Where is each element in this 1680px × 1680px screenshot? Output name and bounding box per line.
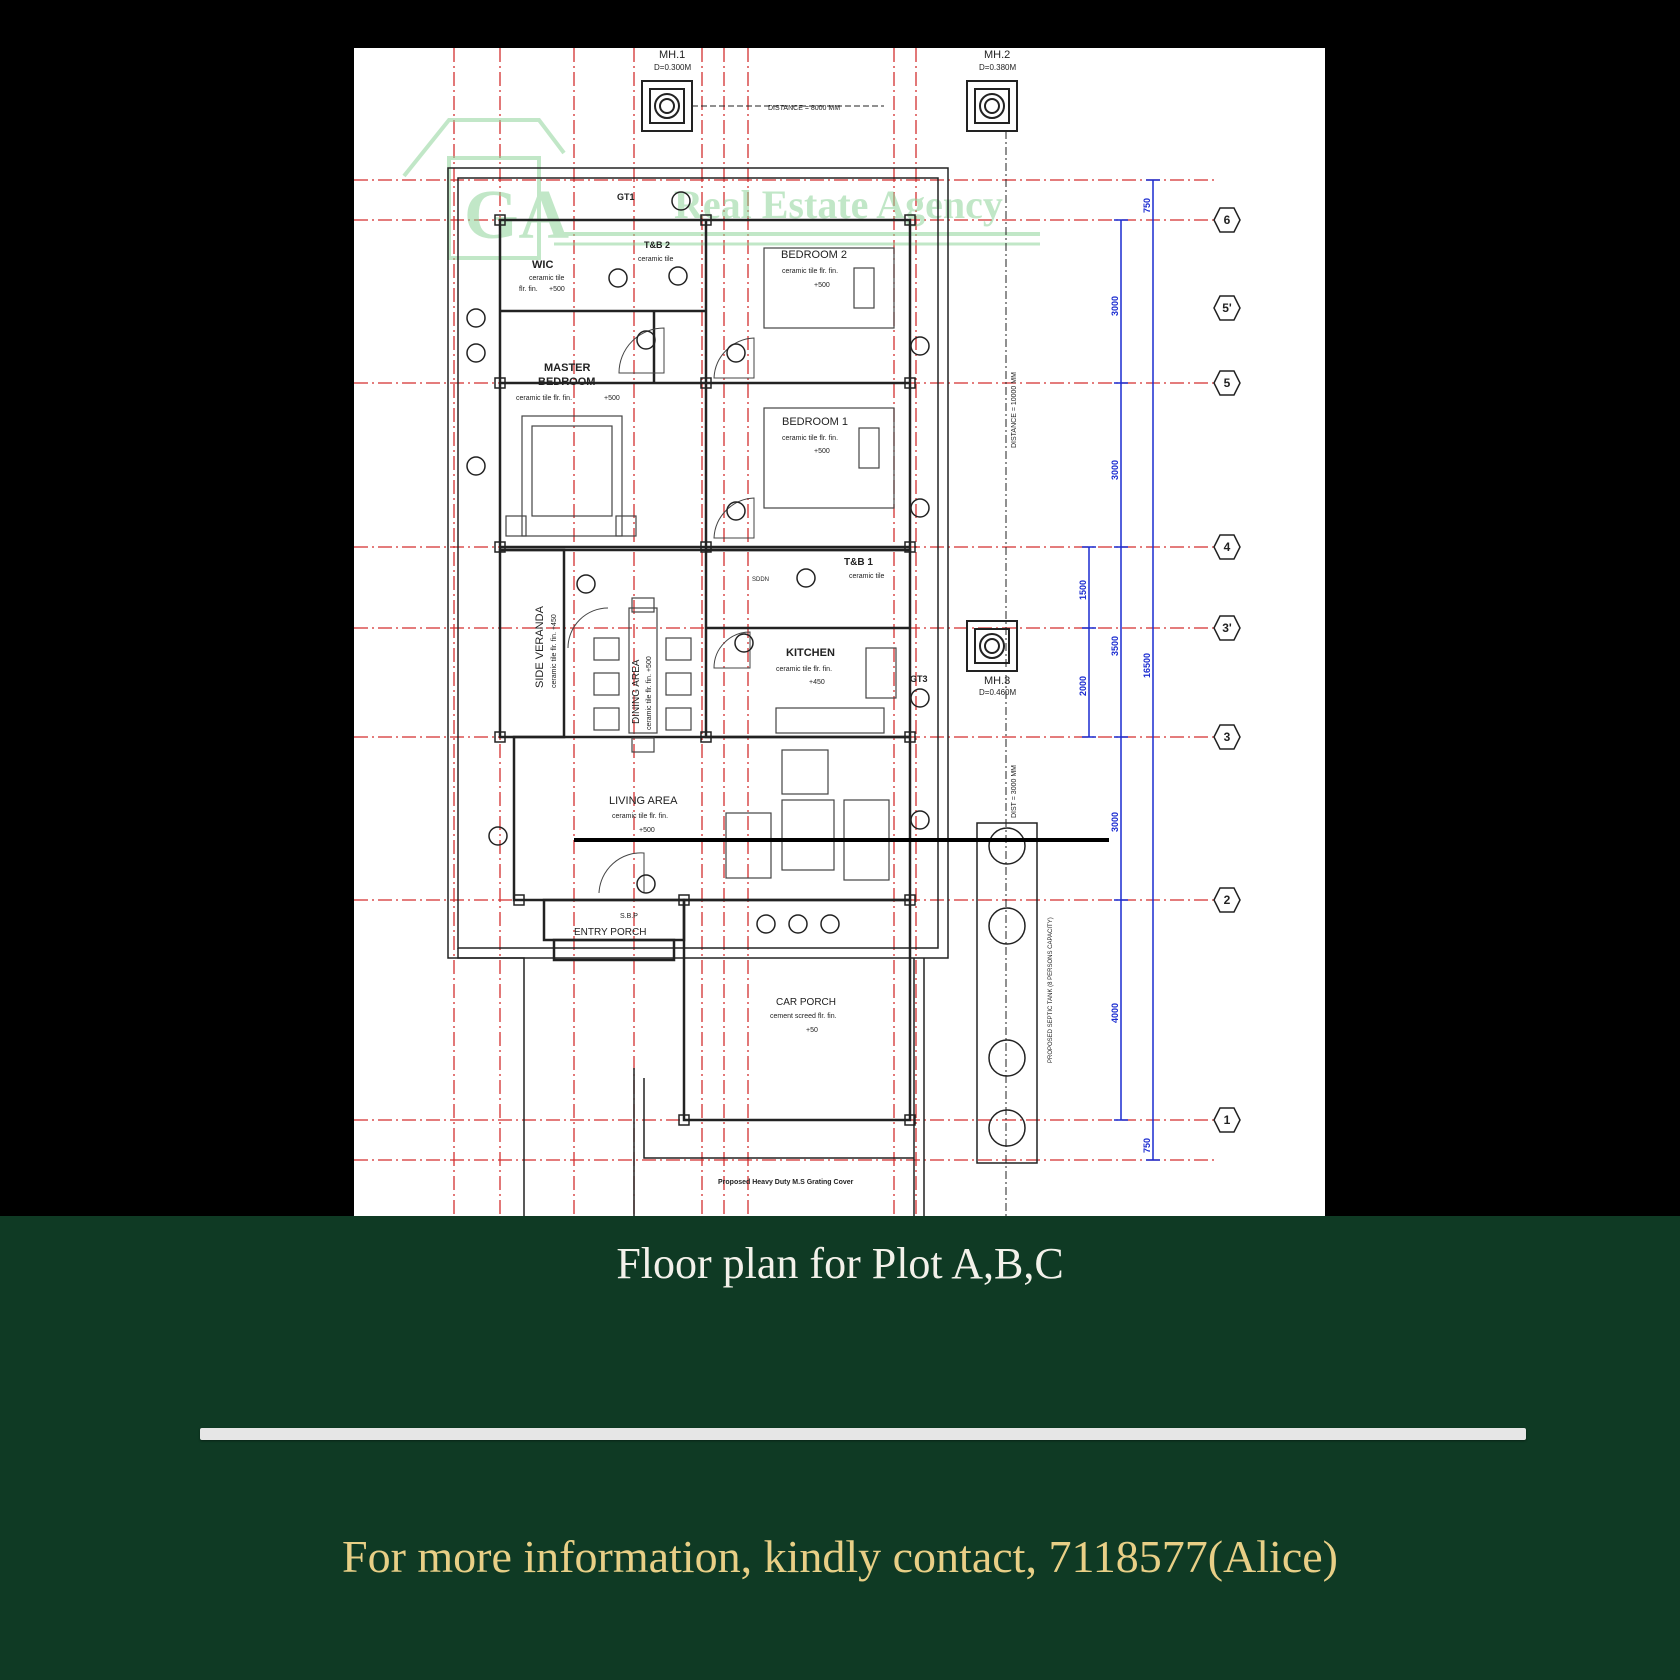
room-wic: WIC [532,259,553,271]
grid-label-3p: 3' [1222,621,1232,635]
room-dining: DINING AREA [631,659,642,724]
room-bedroom2-level: +500 [814,282,830,289]
room-wic-level: +500 [549,286,565,293]
divider-bar [200,1428,1526,1440]
room-kitchen: KITCHEN [786,647,835,659]
svg-text:GA: GA [464,177,569,254]
bed-bedroom1 [763,407,895,509]
grid-label-2: 2 [1224,893,1231,907]
room-wic-finish2: flr. fin. [519,286,538,293]
dim-4-3p: 1500 [1078,580,1088,600]
dim-outer-top: 750 [1142,198,1152,213]
room-car-porch: CAR PORCH [776,997,836,1008]
caption-title: Floor plan for Plot A,B,C [616,1239,1064,1288]
dim-2-1: 4000 [1110,1003,1120,1023]
distance-right-label: DISTANCE = 10000 MM [1011,372,1018,448]
room-wic-finish: ceramic tile [529,275,565,282]
building-walls [498,218,912,1122]
door-swings [567,327,755,894]
room-master-finish: ceramic tile flr. fin. [516,395,572,402]
bed-master [505,415,637,537]
bed-bedroom2 [763,247,895,329]
dim-outer-bottom: 750 [1142,1138,1152,1153]
kitchen-counter [775,647,897,734]
room-bedroom2-finish: ceramic tile flr. fin. [782,268,838,275]
room-living: LIVING AREA [609,795,678,807]
dim-6-5: 3000 [1110,296,1120,316]
caption-panel [0,1216,1680,1680]
living-sofa-set [725,749,890,881]
septic-label: PROPOSED SEPTIC TANK (8 PERSONS CAPACITY… [1048,917,1054,1063]
grid-label-4: 4 [1224,540,1231,554]
mh1-depth: D=0.300M [654,63,691,72]
grid-label-5: 5 [1224,376,1231,390]
lot-boundary [447,167,949,1216]
grid-label-5p: 5' [1222,301,1232,315]
room-dining-finish: ceramic tile flr. fin. +500 [646,656,653,730]
dim-total: 16500 [1142,653,1152,678]
mh1-label: MH.1 [659,49,685,61]
room-master-level: +500 [604,395,620,402]
dim-3p-3: 2000 [1078,676,1088,696]
room-living-finish: ceramic tile flr. fin. [612,813,668,820]
room-car-porch-level: +50 [806,1027,818,1034]
label-step: S.B.P [620,913,638,920]
floor-plan-drawing: GA Real Estate Agency MH.1 D=0.300M MH.2… [354,48,1325,1216]
room-bedroom1: BEDROOM 1 [782,416,848,428]
room-bedroom1-finish: ceramic tile flr. fin. [782,435,838,442]
mh2-label: MH.2 [984,49,1010,61]
room-living-level: +500 [639,827,655,834]
electrical-symbols [466,191,930,934]
room-entry: ENTRY PORCH [574,927,646,938]
manhole-2 [966,80,1018,132]
dimension-lines [1082,179,1160,1161]
room-side-veranda-finish: ceramic tile flr. fin. +450 [551,614,558,688]
grid-bubbles [1213,207,1241,1133]
label-gt3: GT3 [910,674,928,684]
mh3-label: MH.3 [984,675,1010,687]
dim-4-3: 3500 [1110,636,1120,656]
room-bedroom2: BEDROOM 2 [781,249,847,261]
distance-top-label: DISTANCE = 8000 MM [768,105,840,112]
room-kitchen-level: +450 [809,679,825,686]
room-kitchen-finish: ceramic tile flr. fin. [776,666,832,673]
dim-5-4: 3000 [1110,460,1120,480]
room-tb1: T&B 1 [844,557,873,568]
grid-label-6: 6 [1224,213,1231,227]
grid-label-3: 3 [1224,730,1231,744]
room-bedroom1-level: +500 [814,448,830,455]
room-master: MASTER [544,362,591,374]
label-grating: Proposed Heavy Duty M.S Grating Cover [718,1179,854,1186]
room-side-veranda: SIDE VERANDA [534,605,546,688]
septic-tank [976,822,1038,1164]
room-master-2: BEDROOM [538,376,595,388]
room-car-porch-finish: cement screed flr. fin. [770,1013,837,1020]
dining-table [593,597,692,753]
column-posts [494,214,916,1126]
dim-3-2: 3000 [1110,812,1120,832]
grid-label-1: 1 [1224,1113,1231,1127]
label-gt1: GT1 [617,192,635,202]
room-tb2-finish: ceramic tile [638,256,674,263]
room-tb2: T&B 2 [644,240,670,250]
mh2-depth: D=0.380M [979,63,1016,72]
room-tb1-finish: ceramic tile [849,573,885,580]
manhole-3 [966,620,1018,672]
manhole-1 [641,80,693,132]
contact-line: For more information, kindly contact, 71… [341,1531,1338,1582]
label-sdn: SDDN [752,577,769,583]
dist-right-lower-label: DIST = 3000 MM [1011,765,1018,818]
mh3-depth: D=0.460M [979,688,1016,697]
